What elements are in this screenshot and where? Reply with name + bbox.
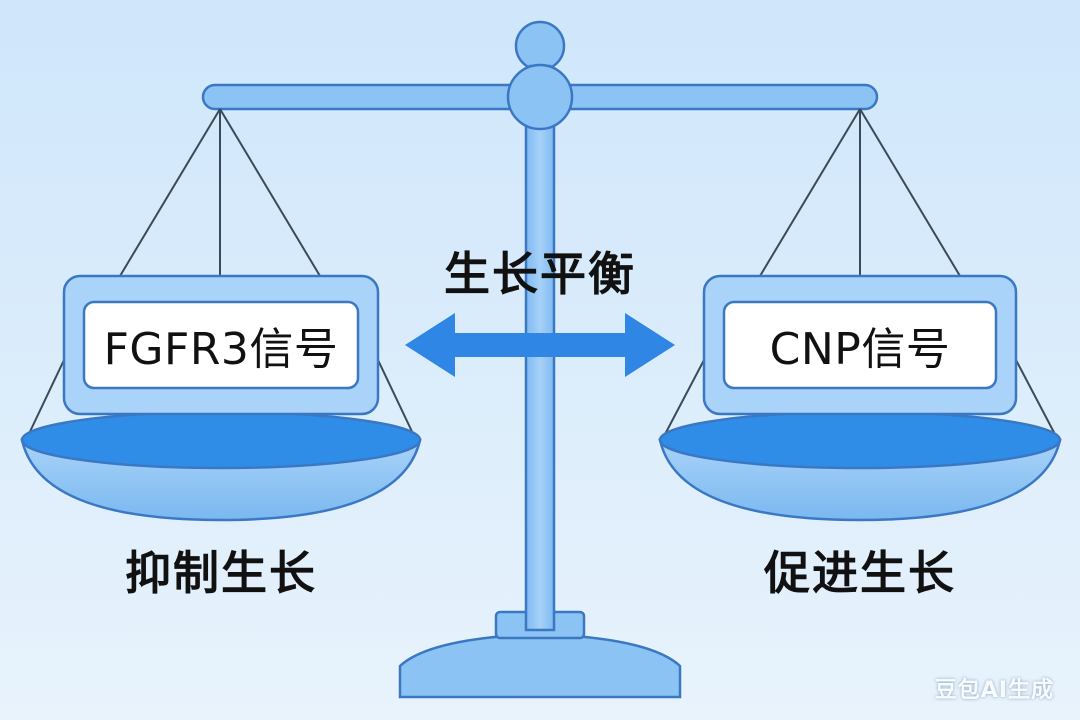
right-strings [661, 108, 1059, 441]
right-pan-rim [658, 410, 1062, 470]
right-effect-label: 促进生长 [764, 546, 956, 600]
scale-base [398, 632, 682, 699]
left-pan-rim [20, 410, 422, 470]
center-balance-label: 生长平衡 [444, 247, 636, 301]
double-headed-arrow-icon [405, 313, 675, 377]
watermark-text: 豆包AI生成 [934, 678, 1054, 703]
left-strings [25, 108, 417, 441]
left-signal-label: FGFR3信号 [103, 324, 339, 375]
scale-top-knob [514, 20, 566, 72]
left-effect-label: 抑制生长 [125, 546, 317, 600]
right-signal-label: CNP信号 [769, 324, 951, 375]
right-card-inner [722, 300, 998, 390]
scale-pivot [506, 63, 574, 131]
left-card-inner [82, 300, 360, 390]
scale-pole [524, 108, 556, 632]
